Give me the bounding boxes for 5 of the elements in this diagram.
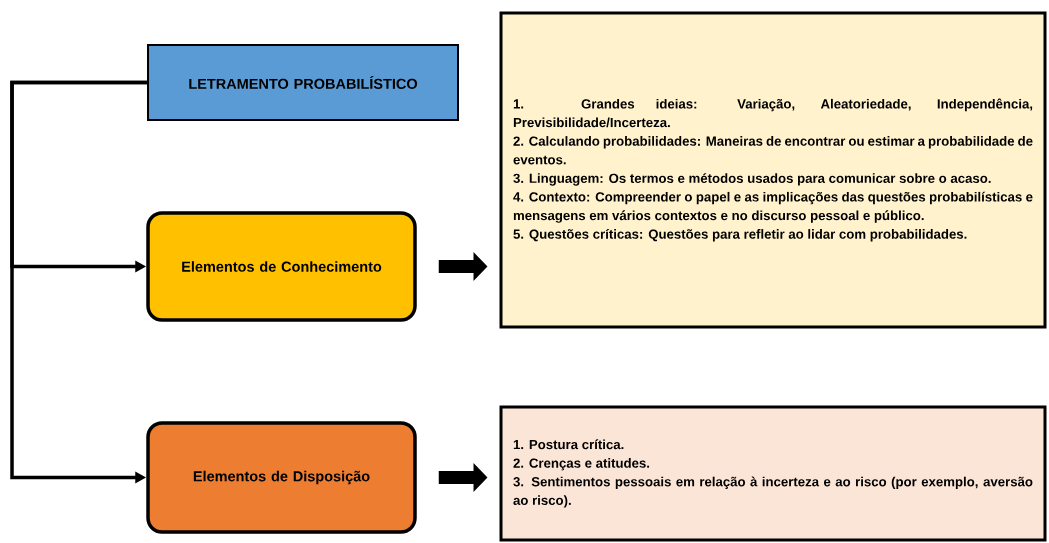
title-box: LETRAMENTO PROBABILÍSTICO <box>147 44 459 121</box>
text-box: 1. Postura crítica. 2. Crenças e atitudes. 3. Sentimentos pessoais em relação à incerteza e ao risco (por exemplo, aversão ao risco). <box>499 405 1047 542</box>
text-box: 1. Grandes ideias: Variação, Aleatoriedade, Independência, Previsibilidade/Incerteza. 2. Calculando probabilidades: Maneiras de encontrar ou estimar a probabilidade de eventos. 3. Linguagem: Os termos e métodos usados para comunicar sobre o acaso. 4. Contexto: Compreender o papel e as implicações das questões probabilísticas e mensagens em vários contextos e no discurso pessoal e público. 5. Questões críticas: Questões para refletir ao lidar com probabilidades. <box>499 11 1047 329</box>
category-box: Elementos de Conhecimento <box>146 211 417 322</box>
category-box: Elementos de Disposição <box>146 421 417 534</box>
